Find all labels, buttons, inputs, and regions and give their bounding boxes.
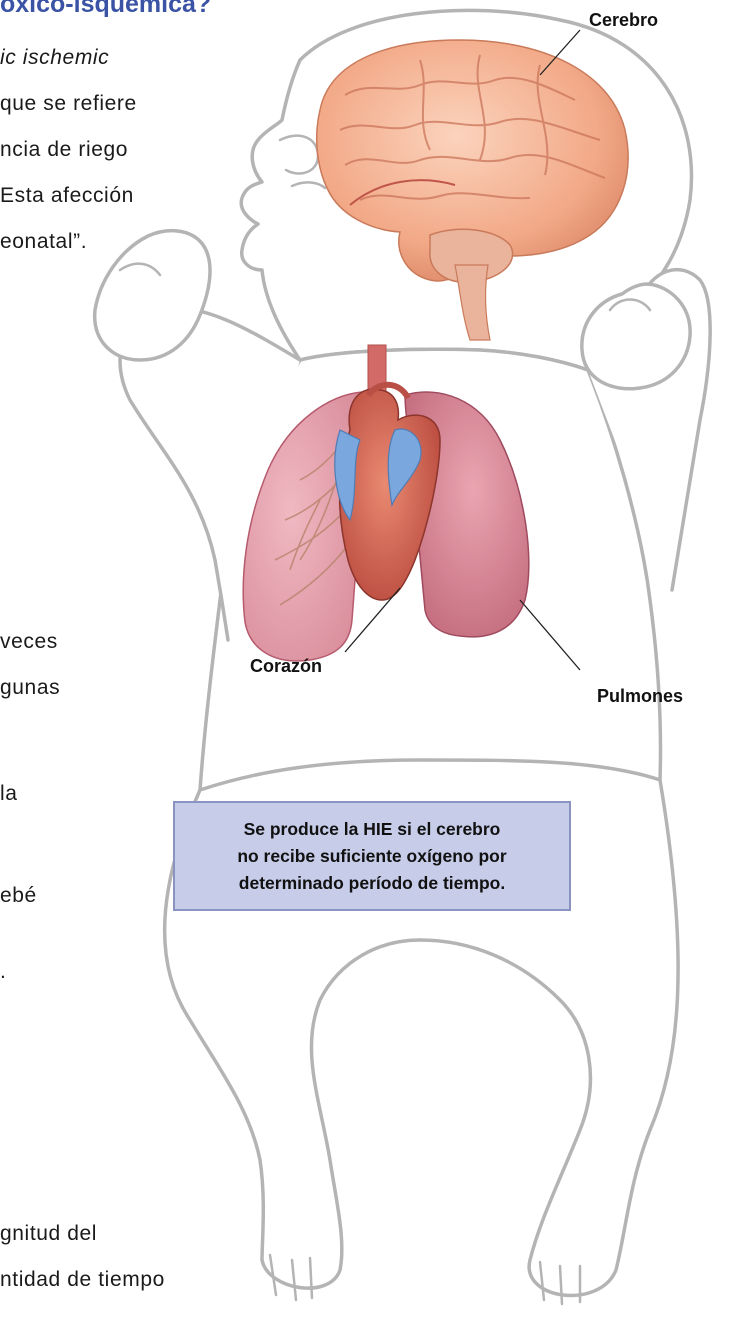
intro-line-5: eonatal”. bbox=[0, 228, 87, 255]
intro-line-2: que se refiere bbox=[0, 90, 137, 117]
intro-line-3: ncia de riego bbox=[0, 136, 128, 163]
brain-label: Cerebro bbox=[589, 10, 658, 31]
heart-label: Corazón bbox=[250, 656, 322, 677]
body-fragment-5: . bbox=[0, 958, 6, 985]
body-fragment-4: ebé bbox=[0, 882, 37, 909]
hie-callout-box: Se produce la HIE si el cerebro no recib… bbox=[173, 801, 571, 911]
body-fragment-7: ntidad de tiempo bbox=[0, 1266, 165, 1293]
section-heading: óxico-isquémica? bbox=[0, 0, 520, 19]
body-fragment-1: veces bbox=[0, 628, 58, 655]
body-fragment-6: gnitud del bbox=[0, 1220, 97, 1247]
callout-line-2: no recibe suficiente oxígeno por bbox=[237, 846, 506, 866]
body-fragment-3: la bbox=[0, 780, 18, 807]
intro-line-4: Esta afección bbox=[0, 182, 134, 209]
body-fragment-2: gunas bbox=[0, 674, 60, 701]
callout-line-3: determinado período de tiempo. bbox=[239, 873, 505, 893]
intro-line-1: ic ischemic bbox=[0, 44, 109, 71]
callout-line-1: Se produce la HIE si el cerebro bbox=[244, 819, 501, 839]
lungs-label: Pulmones bbox=[597, 686, 683, 707]
